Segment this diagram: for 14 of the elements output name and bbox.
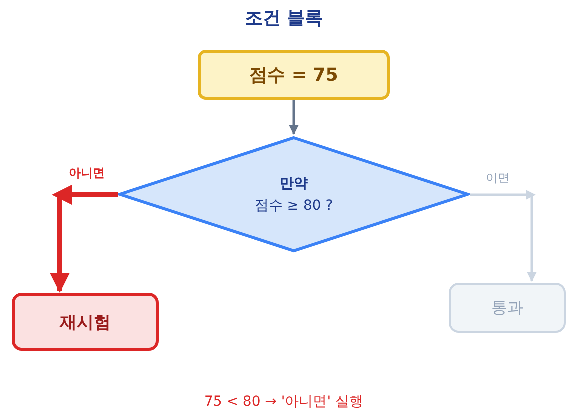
- caption: 75 < 80 → '아니면' 실행: [203, 393, 365, 411]
- arrow: [289, 100, 299, 135]
- node-label: 점수 = 75: [250, 64, 338, 87]
- condition-keyword: 만약: [280, 174, 308, 192]
- diagram-title: 조건 블록: [244, 7, 324, 30]
- node-label: 재시험: [60, 312, 111, 334]
- decision-diamond: [118, 136, 470, 253]
- process-box: [449, 283, 566, 333]
- node-label: 통과: [492, 298, 524, 318]
- arrow: [470, 190, 537, 282]
- process-box: [12, 293, 159, 351]
- arrow: [50, 185, 118, 293]
- condition-text: 점수 ≥ 80 ?: [254, 196, 334, 214]
- start-box: [198, 50, 390, 100]
